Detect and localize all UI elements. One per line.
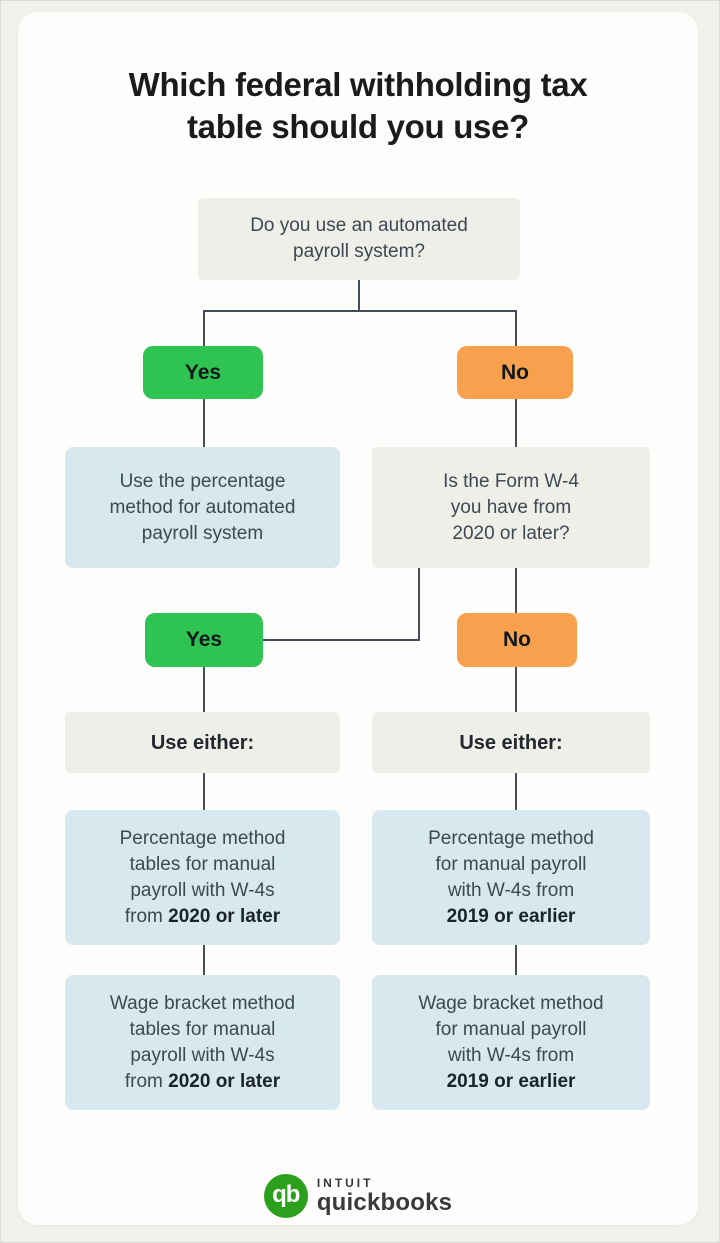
no-label-2: No xyxy=(457,613,577,667)
option-line: from 2020 or later xyxy=(125,904,280,930)
question-line: Do you use an automated xyxy=(250,215,468,236)
option-line-bold: 2019 or earlier xyxy=(446,905,576,927)
connector-yes2-to-use-either xyxy=(203,667,205,713)
connector-q2-yes-elbow-horizontal xyxy=(263,639,420,641)
connector-use-either-left-down xyxy=(203,773,205,811)
option-line: with W-4s from xyxy=(447,879,575,901)
question-line: you have from xyxy=(450,496,572,518)
connector-percentage-left-down xyxy=(203,945,205,976)
result-line: Use the percentage xyxy=(119,470,286,492)
connector-no1-to-q2 xyxy=(515,399,517,447)
question-line: 2020 or later? xyxy=(452,522,570,544)
connector-percentage-right-down xyxy=(515,945,517,976)
option-line-bold: 2020 or later xyxy=(168,905,281,927)
question-line: payroll system? xyxy=(293,241,425,262)
option-line-prefix: from xyxy=(124,905,169,927)
option-percentage-tables-2020-later: Percentage method tables for manual payr… xyxy=(65,810,340,945)
infographic-card: Which federal withholding tax table shoul… xyxy=(18,12,698,1225)
connector-q2-yes-elbow-vertical xyxy=(418,568,420,641)
no-label-1: No xyxy=(457,346,573,399)
option-line: for manual payroll xyxy=(435,1018,587,1040)
option-line: 2019 or earlier xyxy=(447,904,576,930)
connector-use-either-right-down xyxy=(515,773,517,811)
connector-q1-branch xyxy=(203,310,517,312)
option-line-bold: 2020 or later xyxy=(168,1070,281,1092)
question-form-w4-year: Is the Form W-4 you have from 2020 or la… xyxy=(372,447,650,568)
option-line: with W-4s from xyxy=(447,1044,575,1066)
use-either-left: Use either: xyxy=(65,712,340,773)
option-line: Wage bracket method xyxy=(418,992,604,1014)
result-line: method for automated xyxy=(109,496,296,518)
intuit-quickbooks-logo: qb INTUIT quickbooks xyxy=(18,1174,698,1218)
option-line: Percentage method xyxy=(428,827,594,849)
logo-wordmark: INTUIT quickbooks xyxy=(316,1176,453,1216)
option-line: Wage bracket method xyxy=(109,992,296,1014)
result-automated-percentage-method: Use the percentage method for automated … xyxy=(65,447,340,568)
quickbooks-icon: qb xyxy=(263,1174,308,1218)
option-line: from 2020 or later xyxy=(125,1069,280,1095)
option-line: 2019 or earlier xyxy=(447,1069,576,1095)
question-automated-payroll: Do you use an automated payroll system? xyxy=(198,198,520,280)
qb-monogram: qb xyxy=(272,1181,300,1208)
option-line: tables for manual xyxy=(129,1018,276,1040)
connector-no1-drop xyxy=(515,310,517,347)
question-line: Is the Form W-4 xyxy=(443,470,579,492)
option-line: tables for manual xyxy=(129,853,276,875)
page-title: Which federal withholding tax table shoul… xyxy=(18,64,698,148)
option-line-prefix: from xyxy=(124,1070,169,1092)
use-either-right: Use either: xyxy=(372,712,650,773)
page-title-line1: Which federal withholding tax xyxy=(128,66,588,103)
option-wage-bracket-2019-earlier: Wage bracket method for manual payroll w… xyxy=(372,975,650,1110)
option-line: Percentage method xyxy=(119,827,286,849)
option-wage-bracket-tables-2020-later: Wage bracket method tables for manual pa… xyxy=(65,975,340,1110)
page-title-line2: table should you use? xyxy=(186,108,530,145)
yes-label-2: Yes xyxy=(145,613,263,667)
option-line-bold: 2019 or earlier xyxy=(446,1070,576,1092)
option-line: for manual payroll xyxy=(435,853,587,875)
option-line: payroll with W-4s xyxy=(130,1044,275,1066)
connector-yes1-drop xyxy=(203,310,205,347)
connector-q1-stem xyxy=(358,280,360,311)
option-line: payroll with W-4s xyxy=(130,879,275,901)
intuit-wordmark: INTUIT xyxy=(316,1176,374,1190)
connector-no2-to-use-either xyxy=(515,667,517,713)
result-line: payroll system xyxy=(141,522,264,544)
option-percentage-2019-earlier: Percentage method for manual payroll wit… xyxy=(372,810,650,945)
connector-yes1-to-result xyxy=(203,399,205,447)
quickbooks-wordmark: quickbooks xyxy=(316,1189,453,1216)
connector-q2-to-no2 xyxy=(515,568,517,614)
yes-label-1: Yes xyxy=(143,346,263,399)
